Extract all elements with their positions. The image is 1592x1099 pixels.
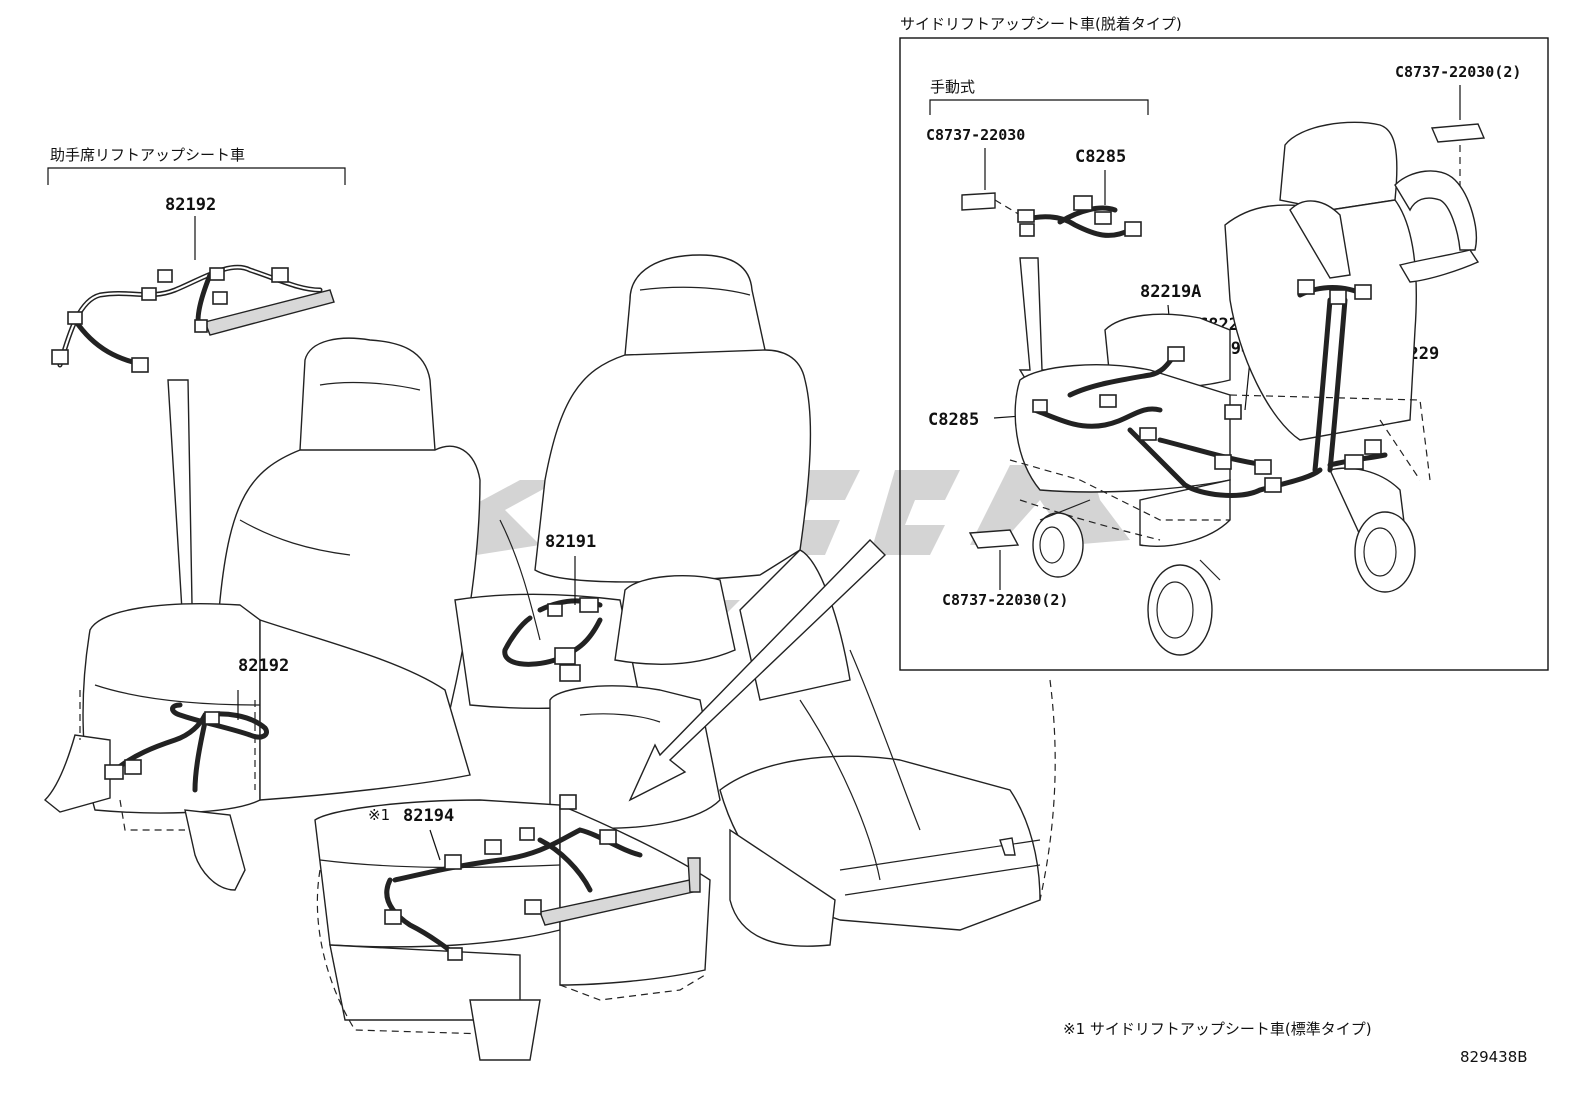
footnote-text: ※1 サイドリフトアップシート車(標準タイプ): [1063, 1020, 1372, 1038]
arrow-diagonal-icon: [628, 539, 887, 802]
part-82192-seat-label: 82192: [238, 656, 289, 676]
part-82219a-label: 82219A: [1140, 282, 1201, 302]
harness-82192-top: [51, 264, 335, 373]
part-c8285-box-label: C8285: [928, 410, 979, 430]
harness-82191: [502, 597, 603, 682]
right-seat-drawing: [719, 649, 1056, 947]
part-82194-front-label: 82194: [403, 806, 454, 826]
side-liftup-removable-label: サイドリフトアップシート車(脱着タイプ): [900, 15, 1182, 33]
harness-side-liftup: [1032, 279, 1388, 498]
c8737-pad-bottom: [968, 529, 1020, 549]
part-c8737-manual-label: C8737-22030: [926, 126, 1025, 144]
part-c8737-bottom-label: C8737-22030(2): [942, 591, 1068, 609]
part-82194-front-leader: [429, 829, 441, 861]
part-82192-top-label: 82192: [165, 195, 216, 215]
c8737-pad-top-right: [1430, 123, 1486, 143]
part-c8285-manual-label: C8285: [1075, 147, 1126, 167]
manual-type-label: 手動式: [930, 78, 975, 96]
harness-c8285-manual: [961, 192, 1142, 238]
part-82191-label: 82191: [545, 532, 596, 552]
manual-type-bracket: [929, 99, 1149, 115]
passenger-liftup-bracket: [47, 167, 346, 185]
harness-82194-front: [384, 794, 701, 961]
figure-id: 829438B: [1460, 1048, 1528, 1066]
note-mark: ※1: [368, 806, 390, 824]
passenger-liftup-label: 助手席リフトアップシート車: [50, 146, 245, 164]
part-c8737-top-right-label: C8737-22030(2): [1395, 63, 1521, 81]
side-liftup-box: [899, 37, 1549, 671]
harness-82192-seat: [104, 702, 269, 793]
